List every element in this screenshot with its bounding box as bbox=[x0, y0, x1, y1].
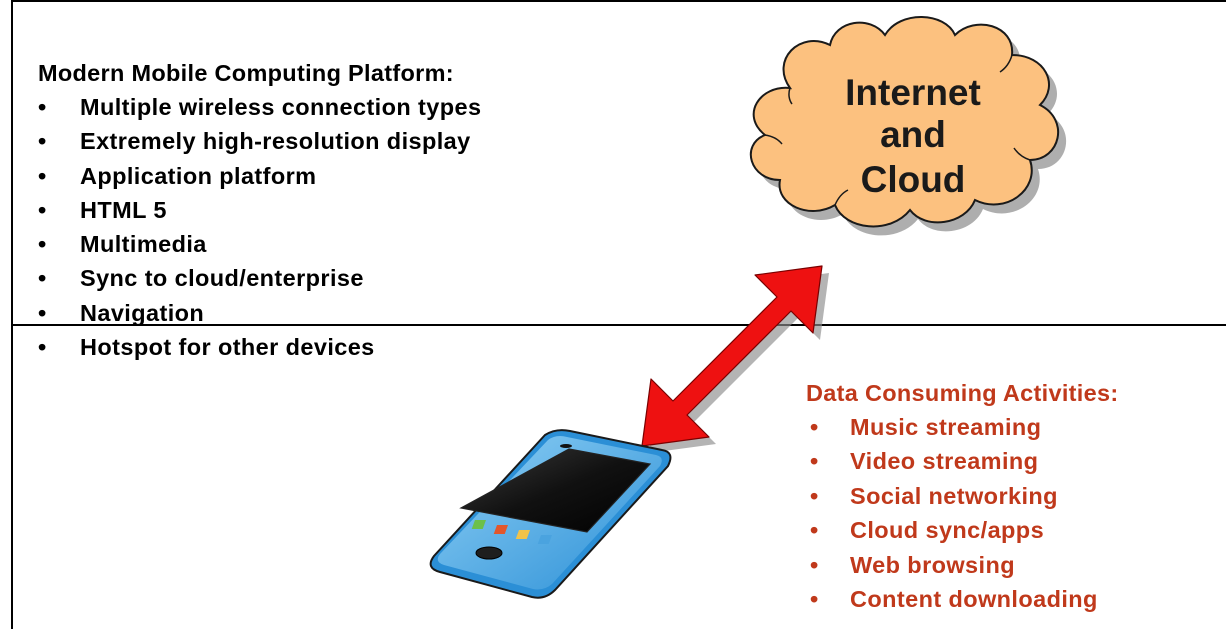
activities-title: Data Consuming Activities: bbox=[806, 380, 1119, 406]
double-arrow-icon bbox=[641, 265, 829, 453]
bullet: • bbox=[810, 551, 819, 578]
bullet: • bbox=[810, 517, 819, 544]
activity-item-label: Social networking bbox=[850, 482, 1058, 509]
activity-item-label: Video streaming bbox=[850, 448, 1039, 475]
bullet: • bbox=[38, 265, 47, 292]
list-item: • Content downloading bbox=[806, 582, 1118, 616]
activities-list: • Music streaming • Video streaming • Socia… bbox=[806, 410, 1118, 616]
platform-item-label: Extremely high-resolution display bbox=[80, 128, 471, 155]
list-item: • Sync to cloud/enterprise bbox=[38, 261, 481, 295]
list-item: • Hotspot for other devices bbox=[38, 330, 481, 364]
bullet: • bbox=[38, 128, 47, 155]
bullet: • bbox=[810, 414, 819, 440]
bullet: • bbox=[38, 162, 47, 189]
bullet: • bbox=[38, 196, 47, 223]
list-item: • HTML 5 bbox=[38, 193, 481, 227]
platform-item-label: Multimedia bbox=[80, 231, 207, 258]
cloud-label-line-3: Cloud bbox=[861, 159, 966, 200]
list-item: • Navigation bbox=[38, 296, 481, 330]
list-item: • Video streaming bbox=[806, 444, 1118, 478]
list-item: • Multimedia bbox=[38, 227, 481, 261]
list-item: • Social networking bbox=[806, 479, 1118, 513]
bullet: • bbox=[810, 585, 819, 612]
bullet: • bbox=[810, 482, 819, 509]
platform-item-label: Application platform bbox=[80, 162, 317, 189]
bullet: • bbox=[38, 334, 47, 361]
bullet: • bbox=[38, 231, 47, 258]
home-button bbox=[475, 546, 503, 560]
list-item: • Music streaming bbox=[806, 410, 1118, 444]
platform-item-label: Multiple wireless connection types bbox=[80, 94, 482, 120]
activity-item-label: Content downloading bbox=[850, 585, 1098, 612]
platform-features: Modern Mobile Computing Platform: • Multi… bbox=[38, 56, 481, 364]
activity-item-label: Web browsing bbox=[850, 551, 1015, 578]
platform-title: Modern Mobile Computing Platform: bbox=[38, 60, 454, 86]
platform-item-label: Navigation bbox=[80, 299, 205, 326]
activity-item-label: Cloud sync/apps bbox=[850, 517, 1045, 544]
cloud-icon bbox=[749, 16, 1067, 236]
cloud-label-line-1: Internet bbox=[845, 72, 981, 113]
platform-item-label: Hotspot for other devices bbox=[80, 334, 375, 361]
frame-left-border bbox=[11, 0, 13, 629]
list-item: • Application platform bbox=[38, 159, 481, 193]
smartphone-icon bbox=[429, 429, 672, 599]
bullet: • bbox=[38, 94, 47, 120]
list-item: • Cloud sync/apps bbox=[806, 513, 1118, 547]
list-item: • Extremely high-resolution display bbox=[38, 124, 481, 158]
frame-top-border bbox=[11, 0, 1226, 2]
app-icons bbox=[471, 520, 552, 544]
horizontal-divider bbox=[11, 324, 1226, 326]
bullet: • bbox=[38, 299, 47, 326]
data-consuming-activities: Data Consuming Activities: • Music stream… bbox=[806, 376, 1118, 616]
list-item: • Multiple wireless connection types bbox=[38, 90, 481, 124]
platform-item-label: Sync to cloud/enterprise bbox=[80, 265, 364, 292]
activity-item-label: Music streaming bbox=[850, 414, 1042, 440]
platform-list: • Multiple wireless connection types • Ext… bbox=[38, 90, 481, 364]
list-item: • Web browsing bbox=[806, 548, 1118, 582]
cloud-label-line-2: and bbox=[880, 114, 946, 155]
bullet: • bbox=[810, 448, 819, 475]
platform-item-label: HTML 5 bbox=[80, 196, 167, 223]
